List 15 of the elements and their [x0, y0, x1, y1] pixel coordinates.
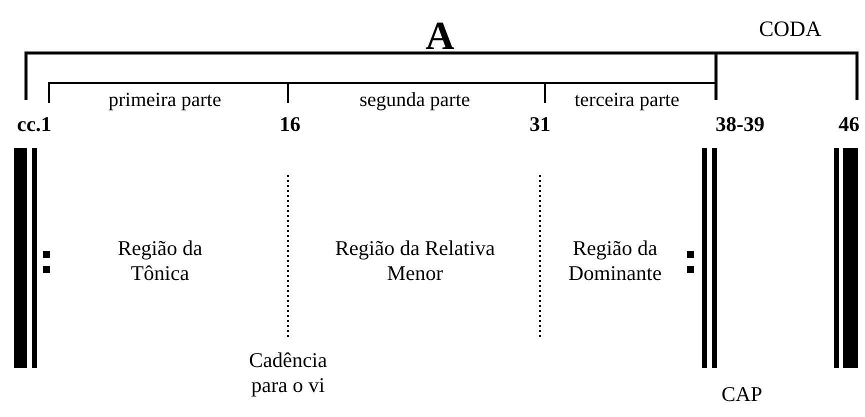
cadence-note: Cadência para o vi: [248, 348, 328, 398]
measure-number: 46: [838, 112, 860, 138]
section-name: CODA: [759, 16, 822, 42]
part-label: primeira parte: [108, 88, 222, 112]
region-label: Região da Dominante: [567, 236, 663, 286]
part-label: terceira parte: [574, 88, 680, 112]
section-letter: A: [426, 12, 454, 60]
region-label: Região da Relativa Menor: [334, 236, 496, 286]
measure-number: 38-39: [716, 112, 764, 138]
part-label: segunda parte: [360, 88, 470, 112]
measure-number: 31: [530, 112, 550, 138]
region-label: Região da Tônica: [116, 236, 204, 286]
measure-number: cc.1: [17, 112, 52, 138]
measure-number: 16: [280, 112, 300, 138]
cadence-label: CAP: [722, 382, 762, 408]
